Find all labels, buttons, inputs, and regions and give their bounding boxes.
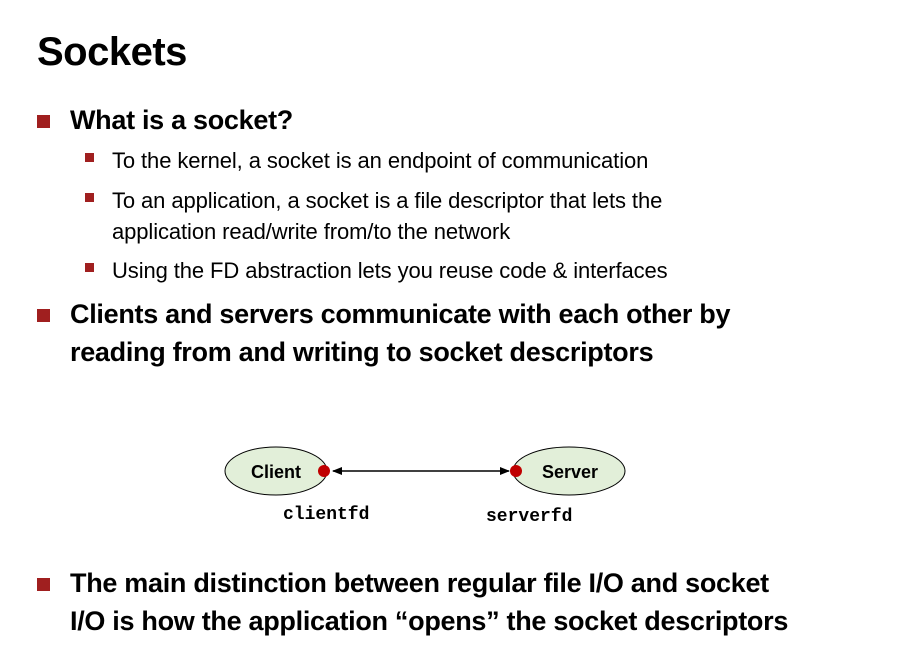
serverfd-label: serverfd [486, 507, 573, 527]
sub-bullet-marker [85, 263, 94, 272]
bullet-marker [37, 578, 50, 591]
serverfd-endpoint [510, 465, 522, 477]
bullet-clients-servers-line1: Clients and servers communicate with eac… [70, 299, 731, 329]
server-label: Server [542, 462, 598, 482]
client-label: Client [251, 462, 301, 482]
clientfd-label: clientfd [283, 505, 370, 525]
bullet-clients-servers-line2: reading from and writing to socket descr… [70, 337, 654, 367]
sub-bullet-kernel: To the kernel, a socket is an endpoint o… [112, 148, 649, 173]
bullet-marker [37, 309, 50, 322]
sub-bullet-marker [85, 193, 94, 202]
bullet-main-distinction-line2: I/O is how the application “opens” the s… [70, 606, 789, 636]
bullet-what-is-socket: What is a socket? [70, 105, 293, 135]
bullet-marker [37, 115, 50, 128]
sub-bullet-application-line2: application read/write from/to the netwo… [112, 219, 511, 244]
sub-bullet-application-line1: To an application, a socket is a file de… [112, 188, 663, 213]
bullet-main-distinction-line1: The main distinction between regular fil… [70, 568, 769, 598]
clientfd-endpoint [318, 465, 330, 477]
slide-title: Sockets [37, 30, 187, 74]
sub-bullet-fd-abstraction: Using the FD abstraction lets you reuse … [112, 258, 668, 283]
sub-bullet-marker [85, 153, 94, 162]
